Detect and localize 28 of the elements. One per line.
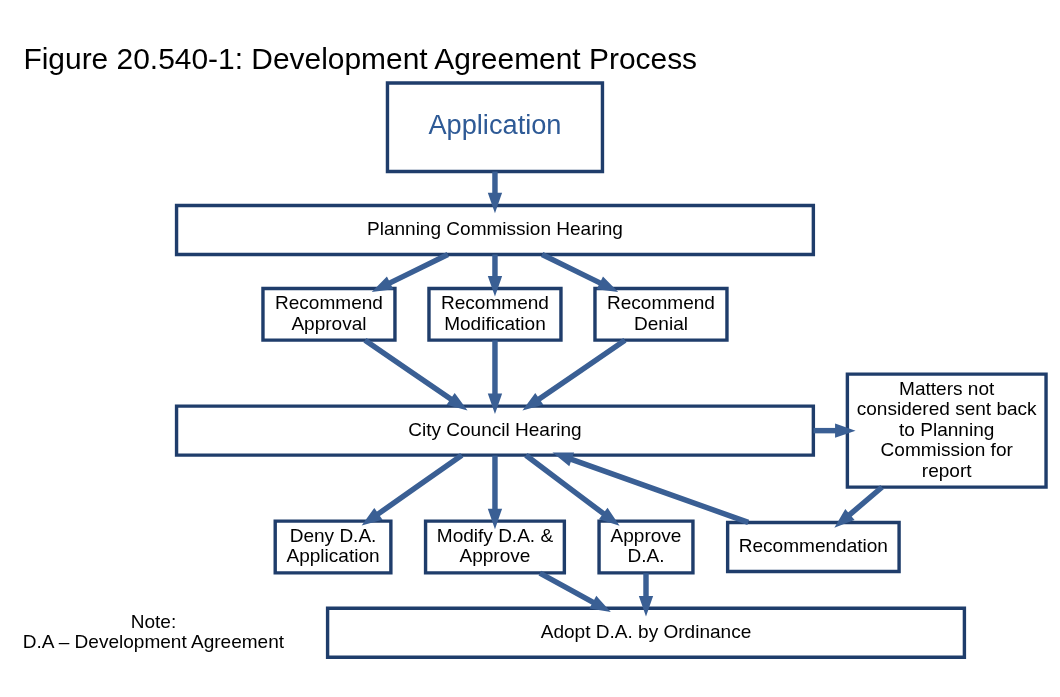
arrow (487, 339, 503, 414)
node-box: Planning Commission Hearing (174, 203, 816, 256)
node-box: Matters not considered sent back to Planning Commission for report (845, 371, 1048, 489)
arrow (361, 452, 464, 526)
label: Note: (130, 610, 177, 632)
arrow (487, 171, 503, 213)
node-box: Recommend Approval (261, 286, 397, 342)
arrow (638, 572, 654, 616)
arrow (538, 570, 611, 612)
arrow (813, 422, 856, 438)
arrow (552, 452, 750, 525)
arrow (363, 337, 468, 410)
node-box: City Council Hearing (174, 403, 816, 457)
diagram-title: Figure 20.540-1: Development Agreement Process (23, 41, 698, 75)
node-box: Application (385, 80, 605, 173)
arrow (834, 484, 884, 528)
node-box: Approve D.A. (597, 518, 695, 575)
node-box: Modify D.A. & Approve (423, 518, 567, 575)
arrow (522, 337, 627, 410)
arrow (524, 452, 620, 526)
node-box: Recommend Denial (593, 286, 729, 342)
label: D.A – Development Agreement (22, 630, 285, 652)
arrow (487, 455, 503, 529)
node-box: Deny D.A. Application (273, 518, 393, 575)
node-box: Adopt D.A. by Ordinance (325, 606, 967, 659)
arrow (487, 253, 503, 297)
node-box: Recommend Modification (427, 286, 563, 342)
node-box: Recommendation (725, 520, 901, 573)
